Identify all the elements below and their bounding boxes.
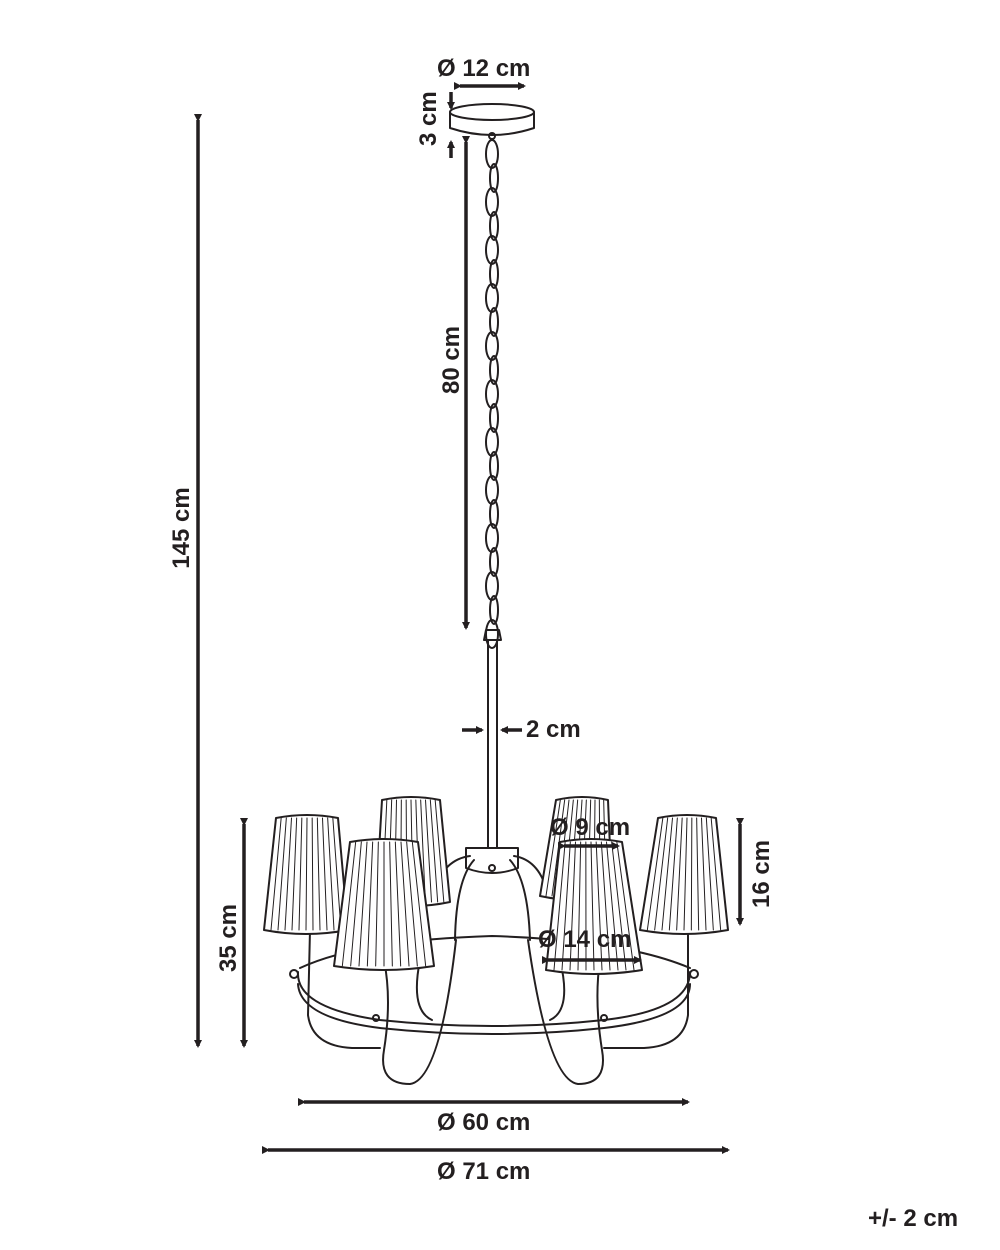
shade-pleat xyxy=(332,817,342,931)
shade-pleat xyxy=(683,817,688,931)
center-rod xyxy=(483,629,502,849)
shade-pleat xyxy=(676,817,683,931)
shade-pleat xyxy=(327,817,335,931)
ceiling-canopy xyxy=(449,103,535,140)
chain-link xyxy=(485,379,499,409)
shade-pleat xyxy=(366,841,374,967)
label-overall-diameter: Ø 71 cm xyxy=(437,1158,531,1185)
label-shade-height: 16 cm xyxy=(748,839,775,909)
label-shade-bottom-diameter: Ø 14 cm xyxy=(538,926,632,953)
shade-pleat xyxy=(590,841,595,971)
shade-pleat xyxy=(358,841,368,967)
chain-link xyxy=(489,307,499,337)
shade-pleat xyxy=(705,817,714,931)
label-ring-diameter: Ø 60 cm xyxy=(437,1109,531,1136)
shade-pleat xyxy=(311,817,314,931)
lamp-shade xyxy=(639,814,729,935)
shade-outline xyxy=(639,814,729,935)
label-chain-length: 80 cm xyxy=(438,325,465,395)
shade-pleat xyxy=(350,841,362,967)
shade-pleat xyxy=(298,817,303,931)
chain-link xyxy=(489,211,499,241)
shade-pleat xyxy=(611,841,627,971)
shade-pleat xyxy=(406,841,418,967)
chain-link xyxy=(485,235,499,265)
shade-pleat xyxy=(569,841,576,971)
chain-link xyxy=(489,355,499,385)
shade-pleat xyxy=(411,841,427,967)
shade-pleat xyxy=(553,841,566,971)
shade-pleat xyxy=(389,841,393,967)
lamp-shade xyxy=(545,838,643,975)
shade-pleat xyxy=(600,841,611,971)
chain-link xyxy=(489,259,499,289)
shade-pleat xyxy=(270,817,282,931)
shade-pleat xyxy=(341,841,357,967)
chain-link xyxy=(485,571,499,601)
arms xyxy=(307,855,689,1085)
shade-pleat xyxy=(322,817,328,931)
chain-link xyxy=(485,283,499,313)
shade-pleat xyxy=(291,817,298,931)
label-body-height: 35 cm xyxy=(215,903,242,973)
shade-pleat xyxy=(394,841,402,967)
chain-link xyxy=(485,139,499,169)
shade-pleat xyxy=(661,817,673,931)
shade-pleat xyxy=(690,817,693,931)
shade-pleat xyxy=(425,799,432,903)
shade-pleat xyxy=(400,841,410,967)
label-canopy-height: 3 cm xyxy=(415,91,442,146)
shade-pleat xyxy=(696,817,700,931)
shade-pleat xyxy=(305,817,308,931)
chain-link xyxy=(485,427,499,457)
dimension-lines xyxy=(194,82,744,1154)
lamp-shade xyxy=(263,814,349,935)
shade-pleat xyxy=(284,817,292,931)
chain-link xyxy=(485,475,499,505)
shade-pleat xyxy=(577,841,582,971)
lamp-shade xyxy=(333,838,435,971)
chandelier-drawing xyxy=(263,103,729,1085)
shade-pleat xyxy=(606,841,619,971)
chain-link xyxy=(489,403,499,433)
chain-link xyxy=(485,331,499,361)
label-shade-top-diameter: Ø 9 cm xyxy=(550,814,631,841)
shade-pleat xyxy=(545,799,561,897)
chain-link xyxy=(489,547,499,577)
chain-link xyxy=(485,523,499,553)
shade-pleat xyxy=(646,817,664,931)
shade-pleat xyxy=(701,817,707,931)
chain-link xyxy=(485,187,499,217)
shade-pleat xyxy=(316,817,321,931)
shade-pleat xyxy=(654,817,669,931)
shade-pleat xyxy=(668,817,678,931)
label-rod-diameter: 2 cm xyxy=(526,716,581,743)
shade-pleat xyxy=(277,817,287,931)
chain-link xyxy=(489,163,499,193)
shade-pleat xyxy=(375,841,379,967)
chain-link xyxy=(489,451,499,481)
label-tolerance: +/- 2 cm xyxy=(868,1205,959,1232)
shade-pleat xyxy=(561,841,571,971)
shade-pleat xyxy=(616,841,635,971)
shade-outline xyxy=(545,838,643,975)
shade-pleat xyxy=(710,817,722,931)
chain-link xyxy=(489,595,499,625)
shade-pleat xyxy=(595,841,603,971)
chain-link xyxy=(489,499,499,529)
shade-pleat xyxy=(434,799,445,903)
label-canopy-diameter: Ø 12 cm xyxy=(437,55,531,82)
label-total-height: 145 cm xyxy=(168,487,195,569)
chain xyxy=(485,139,499,649)
shade-pleat xyxy=(429,799,439,903)
